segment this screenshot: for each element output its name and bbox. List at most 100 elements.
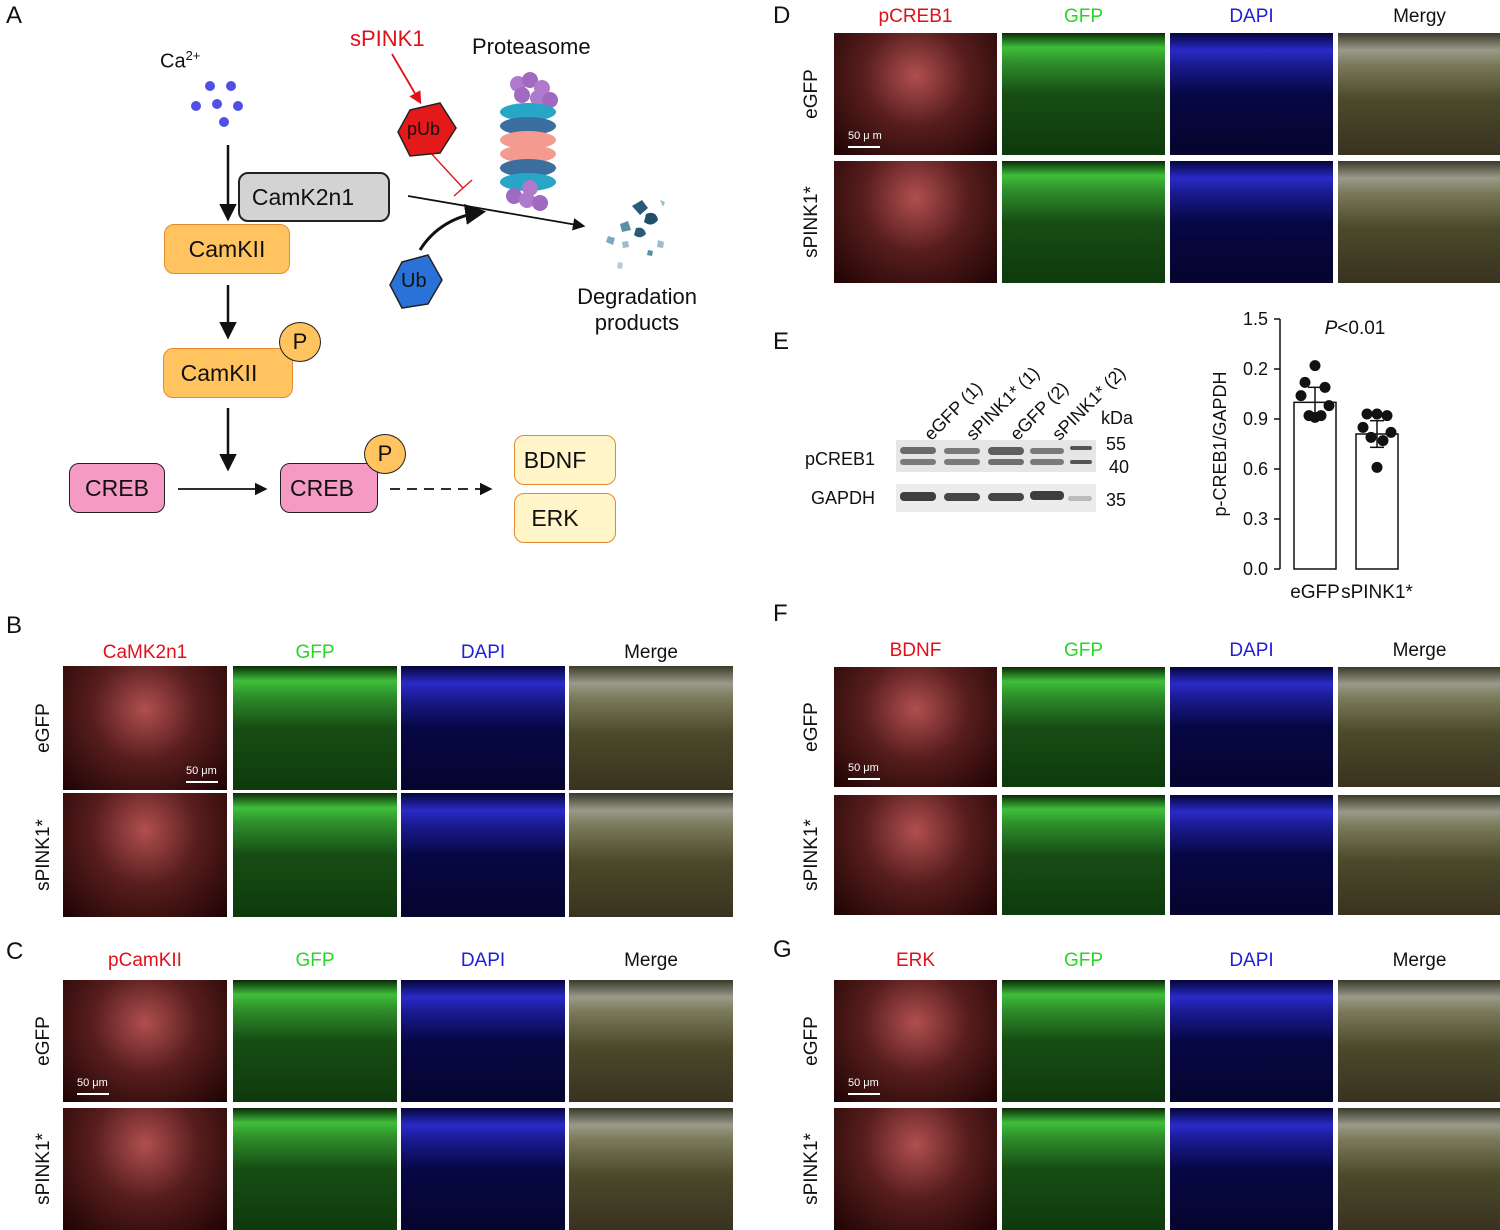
creb-node: CREB	[69, 463, 165, 513]
micrograph-image	[1338, 980, 1500, 1102]
row-label: eGFP	[801, 1016, 822, 1066]
blot-band	[900, 492, 936, 501]
blot-band	[900, 459, 936, 465]
micrograph-image	[569, 666, 733, 790]
panel-label-b: B	[6, 612, 23, 639]
panel-label-e: E	[773, 328, 790, 355]
micrograph-image	[233, 1108, 397, 1230]
degradation-fragments-icon	[606, 200, 665, 269]
micrograph-image	[1170, 33, 1333, 155]
column-header: DAPI	[460, 950, 506, 971]
micrograph-image	[1002, 980, 1165, 1102]
row-label: sPINK1*	[801, 1133, 822, 1205]
micrograph-image	[1170, 1108, 1333, 1230]
blot-row-gapdh: GAPDH	[811, 488, 876, 508]
micrograph-image	[233, 666, 397, 790]
calcium-label: Ca2+	[160, 48, 201, 73]
column-header: DAPI	[460, 642, 506, 663]
pathway-arrows	[178, 53, 665, 537]
micrograph-image	[63, 666, 227, 790]
column-header: GFP	[1063, 640, 1104, 661]
blot-band	[1030, 491, 1064, 500]
micrograph-image	[1170, 667, 1333, 787]
row-label: sPINK1*	[33, 1133, 54, 1205]
micrograph-image	[1170, 161, 1333, 283]
micrograph-image	[233, 980, 397, 1102]
data-point	[1309, 360, 1321, 372]
column-header: Merge	[1392, 950, 1447, 971]
panel-label-c: C	[6, 938, 24, 965]
column-header: BDNF	[889, 640, 942, 661]
data-point	[1381, 410, 1393, 422]
row-label: eGFP	[33, 703, 54, 753]
y-tick-label: 0.9	[1243, 409, 1268, 429]
column-header: ERK	[895, 950, 936, 971]
data-point	[1371, 408, 1383, 420]
column-header: Merge	[624, 950, 678, 971]
blot-band	[988, 459, 1024, 465]
y-tick-label: 0.6	[1243, 459, 1268, 479]
column-header: pCamKII	[108, 950, 182, 971]
micrograph-image	[834, 980, 997, 1102]
micrograph-image	[1338, 1108, 1500, 1230]
x-category-label: sPINK1*	[1341, 582, 1413, 603]
scale-bar	[848, 1093, 880, 1095]
marker-35: 35	[1106, 490, 1127, 510]
micrograph-image	[1002, 795, 1165, 915]
data-point	[1377, 435, 1389, 447]
y-axis-title: p-CREB1/GAPDH	[1210, 371, 1230, 516]
proteasome-label: Proteasome	[472, 34, 591, 59]
panel-label-a: A	[6, 2, 23, 29]
blot-membrane-top	[896, 440, 1096, 472]
blot-band	[944, 459, 980, 465]
data-point	[1361, 408, 1373, 420]
data-point	[1295, 390, 1307, 402]
micrograph-image	[1338, 161, 1500, 283]
scale-bar-label: 50 μm	[848, 762, 879, 774]
panel-label-g: G	[773, 936, 792, 963]
column-header: DAPI	[1229, 6, 1274, 27]
micrograph-image	[401, 793, 565, 917]
column-header: pCREB1	[878, 6, 953, 27]
camk2n1-node: CamK2n1	[238, 172, 390, 222]
blot-band	[944, 448, 980, 454]
camkii-phospho-node: CamKII	[163, 348, 293, 398]
bar	[1355, 433, 1399, 570]
blot-band	[1070, 446, 1092, 450]
scale-bar-label: 50 μm	[77, 1077, 108, 1089]
micrograph-image	[1170, 795, 1333, 915]
column-header: GFP	[1063, 6, 1104, 27]
row-label: eGFP	[801, 69, 822, 119]
scale-bar-label: 50 μ m	[848, 130, 882, 142]
micrograph-image	[569, 980, 733, 1102]
micrograph-image	[834, 1108, 997, 1230]
scale-bar	[848, 146, 880, 148]
significance-annotation: P<0.01	[1325, 318, 1386, 339]
scale-bar	[77, 1093, 109, 1095]
phosphate-camkii: P	[279, 322, 321, 362]
blot-band	[988, 447, 1024, 455]
blot-band	[900, 447, 936, 454]
micrograph-image	[834, 795, 997, 915]
column-header: GFP	[1063, 950, 1104, 971]
blot-band	[1030, 459, 1064, 465]
micrograph-image	[63, 1108, 227, 1230]
phosphate-creb: P	[364, 434, 406, 474]
micrograph-image	[1002, 33, 1165, 155]
micrograph-image	[401, 980, 565, 1102]
micrograph-image	[1338, 33, 1500, 155]
micrograph-image	[401, 666, 565, 790]
blot-band	[1030, 448, 1064, 454]
column-header: Merge	[624, 642, 678, 663]
micrograph-image	[63, 793, 227, 917]
bar	[1293, 401, 1337, 570]
erk-node: ERK	[514, 493, 616, 543]
marker-40: 40	[1109, 457, 1130, 477]
micrograph-image	[1002, 1108, 1165, 1230]
y-tick-label: 0.2	[1243, 359, 1268, 379]
column-header: Merge	[1392, 640, 1447, 661]
column-header: DAPI	[1229, 950, 1274, 971]
micrograph-image	[401, 1108, 565, 1230]
micrograph-image	[569, 1108, 733, 1230]
